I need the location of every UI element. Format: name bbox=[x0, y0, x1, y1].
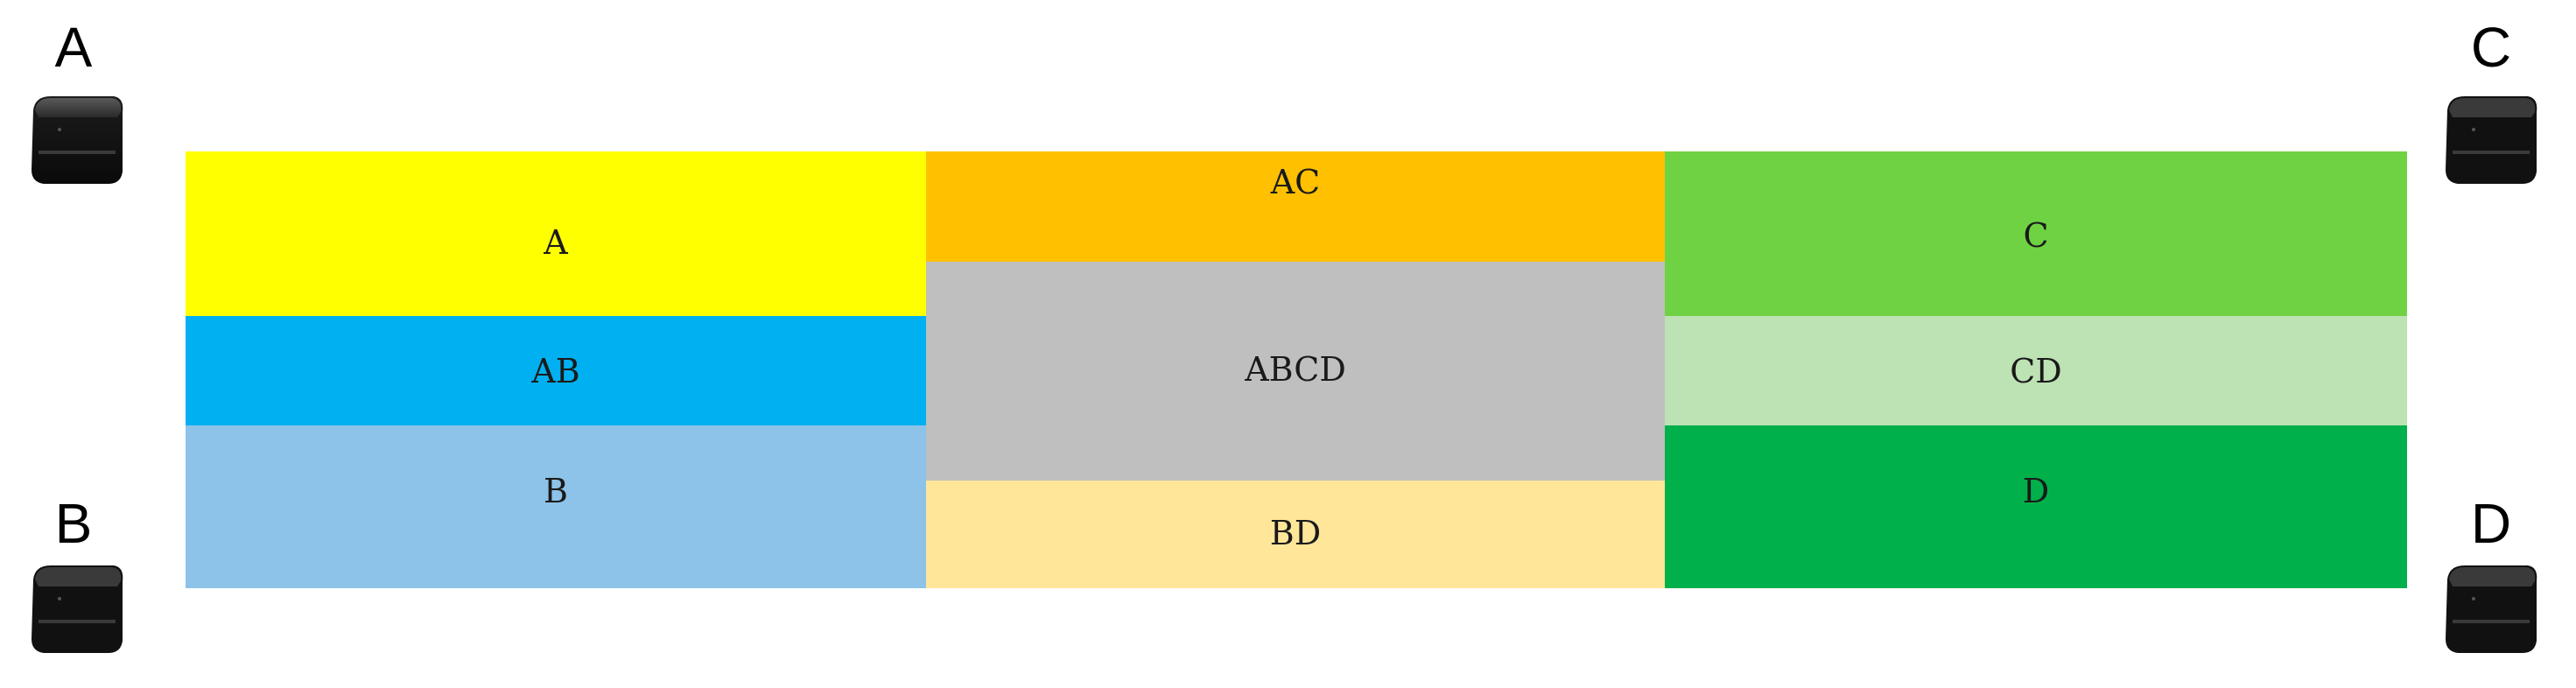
zone-b-label: B bbox=[544, 472, 568, 510]
zone-abcd-label: ABCD bbox=[1245, 350, 1346, 389]
camera-label-c: C bbox=[2470, 16, 2512, 79]
zone-ac: AC bbox=[926, 151, 1665, 262]
zone-bd: BD bbox=[926, 481, 1665, 588]
zone-d: D bbox=[1665, 425, 2407, 588]
camera-icon bbox=[2439, 560, 2542, 658]
zone-cd: CD bbox=[1665, 316, 2407, 425]
zone-b: B bbox=[186, 425, 926, 588]
camera-label-b: B bbox=[54, 492, 93, 555]
zone-ab: AB bbox=[186, 316, 926, 425]
zone-c: C bbox=[1665, 151, 2407, 316]
zone-a-label: A bbox=[544, 223, 568, 262]
zone-ab-label: AB bbox=[531, 351, 580, 390]
zone-a: A bbox=[186, 151, 926, 316]
zone-abcd: ABCD bbox=[926, 262, 1665, 481]
camera-icon bbox=[25, 91, 128, 189]
camera-label-a: A bbox=[54, 16, 93, 79]
zone-ac-label: AC bbox=[1270, 163, 1321, 201]
zone-bd-label: BD bbox=[1269, 513, 1322, 552]
zone-d-label: D bbox=[2022, 472, 2050, 510]
camera-label-d: D bbox=[2470, 492, 2512, 555]
zone-c-label: C bbox=[2023, 216, 2049, 255]
camera-icon bbox=[2439, 91, 2542, 189]
zone-cd-label: CD bbox=[2010, 351, 2062, 390]
camera-icon bbox=[25, 560, 128, 658]
